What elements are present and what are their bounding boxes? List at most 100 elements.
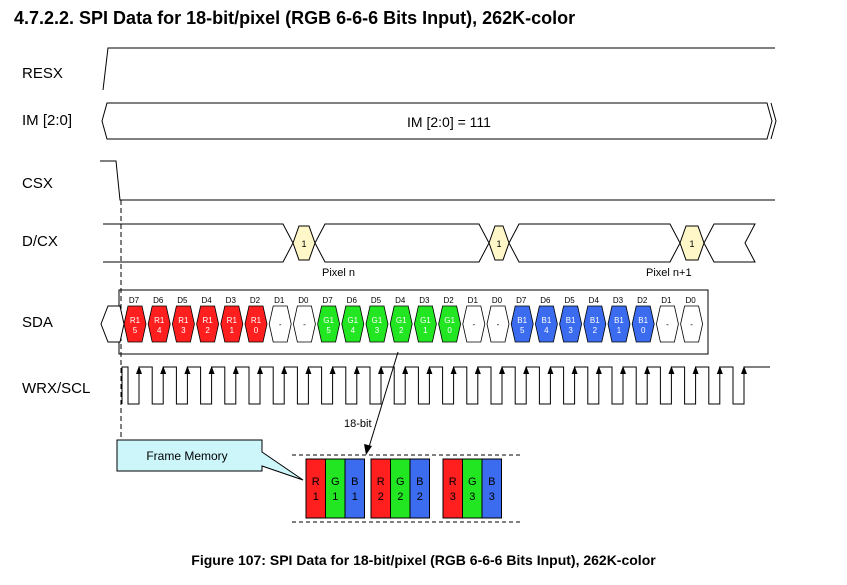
- sda-bit-header: D3: [613, 296, 624, 305]
- sda-cell: [171, 305, 195, 343]
- signal-label-csx: CSX: [22, 175, 53, 192]
- memory-cell: [409, 458, 430, 519]
- clock-rising-edge-arrow: [692, 366, 699, 374]
- sda-cell: [196, 305, 220, 343]
- sda-cell: [631, 305, 655, 343]
- sda-cell: [438, 305, 462, 343]
- sda-cell-index: 5: [520, 326, 525, 335]
- dcx-low-segment-2: [314, 223, 490, 263]
- sda-cell: [607, 305, 631, 343]
- memory-cell-index: 3: [469, 491, 475, 503]
- sda-bit-header: D1: [468, 296, 479, 305]
- clock-rising-edge-arrow: [547, 366, 554, 374]
- sda-cell-index: 1: [423, 326, 428, 335]
- clock-rising-edge-arrow: [523, 366, 530, 374]
- im-bus-break: [770, 102, 777, 140]
- frame-memory-callout: [116, 439, 304, 481]
- sda-cell-index: 5: [133, 326, 138, 335]
- sda-cell-label: B1: [638, 316, 648, 325]
- sda-cell: [680, 305, 704, 343]
- sda-cell: [583, 305, 607, 343]
- sda-cell-label: G1: [444, 316, 455, 325]
- dcx-low-segment-4: [703, 223, 756, 263]
- memory-cell-channel: B: [416, 476, 423, 488]
- memory-cell-index: 2: [417, 491, 423, 503]
- dcx-pulses: 1 1 1: [292, 225, 705, 261]
- dcx-pulse-label: 1: [689, 239, 694, 249]
- sda-idle-end-fill: [710, 306, 721, 342]
- clock-rising-edge-arrow: [474, 366, 481, 374]
- sda-bit-header: D1: [661, 296, 672, 305]
- memory-cell: [344, 458, 365, 519]
- memory-cell-index: 1: [313, 491, 319, 503]
- sda-cell-index: 3: [375, 326, 380, 335]
- pixel-label-n: Pixel n: [322, 267, 355, 279]
- memory-cell-channel: B: [351, 476, 358, 488]
- sda-cell-label: G1: [347, 316, 358, 325]
- sda-cell: [220, 305, 244, 343]
- bus-width-label: 18-bit: [344, 418, 372, 430]
- clock-rising-edge-arrow: [595, 366, 602, 374]
- dcx-pulse-label: 1: [301, 239, 306, 249]
- sda-cell-label: G1: [372, 316, 383, 325]
- memory-cell: [390, 458, 411, 519]
- sda-bit-header: D4: [589, 296, 600, 305]
- dcx-pulse-label: 1: [496, 239, 501, 249]
- clock-rising-edge-arrow: [668, 366, 675, 374]
- clock-rising-edge-arrow: [329, 366, 336, 374]
- memory-cell: [442, 458, 463, 519]
- sda-cell-index: 0: [641, 326, 646, 335]
- im-bus-waveform: [101, 102, 773, 140]
- sda-cell-index: 1: [230, 326, 235, 335]
- clock-rising-edge-arrow: [644, 366, 651, 374]
- sda-cell-index: 2: [593, 326, 598, 335]
- sda-bit-header: D4: [395, 296, 406, 305]
- memory-cell: [370, 458, 391, 519]
- sda-cell-label: -: [497, 320, 500, 329]
- memory-cell-channel: R: [449, 476, 457, 488]
- clock-rising-edge-arrow: [741, 366, 747, 374]
- memory-cell-index: 1: [332, 491, 338, 503]
- sda-bit-header: D6: [347, 296, 358, 305]
- dcx-low-segment-1: [103, 223, 294, 263]
- wrx-scl-clock: [121, 366, 770, 405]
- sda-bit-header: D6: [153, 296, 164, 305]
- sda-cell-label: -: [690, 320, 693, 329]
- sda-bit-header: D3: [226, 296, 237, 305]
- memory-cell-index: 2: [378, 491, 384, 503]
- clock-rising-edge-arrow: [353, 366, 360, 374]
- signal-label-resx: RESX: [22, 65, 63, 82]
- sda-bit-header: D2: [443, 296, 454, 305]
- sda-cell: [510, 305, 534, 343]
- sda-cell-index: 0: [447, 326, 452, 335]
- dcx-high-pulse: [679, 225, 705, 261]
- sda-cell-label: -: [303, 320, 306, 329]
- sda-cell-label: R1: [178, 316, 189, 325]
- sda-cell-index: 3: [568, 326, 573, 335]
- memory-cell-channel: R: [312, 476, 320, 488]
- sda-cell: [486, 305, 510, 343]
- memory-cell: [481, 458, 502, 519]
- clock-rising-edge-arrow: [571, 366, 578, 374]
- clock-rising-edge-arrow: [160, 366, 167, 374]
- section-title: 4.7.2.2. SPI Data for 18-bit/pixel (RGB …: [14, 8, 576, 28]
- sda-bit-header: D5: [177, 296, 188, 305]
- sda-cell: [365, 305, 389, 343]
- sda-cell: [317, 305, 341, 343]
- sda-bit-header: D2: [250, 296, 261, 305]
- sda-cell-label: R1: [251, 316, 262, 325]
- sda-cell: [268, 305, 292, 343]
- sda-cell: [292, 305, 316, 343]
- sda-cell-index: 5: [326, 326, 331, 335]
- frame-memory-label: Frame Memory: [146, 449, 227, 463]
- sda-cell: [147, 305, 171, 343]
- clock-rising-edge-arrow: [426, 366, 433, 374]
- memory-cell-channel: G: [468, 476, 477, 488]
- memory-cell: [462, 458, 483, 519]
- sda-cell-label: -: [472, 320, 475, 329]
- sda-bit-header: D6: [540, 296, 551, 305]
- clock-rising-edge-arrow: [716, 366, 723, 374]
- memory-cell-channel: R: [377, 476, 385, 488]
- sda-cell-index: 3: [181, 326, 186, 335]
